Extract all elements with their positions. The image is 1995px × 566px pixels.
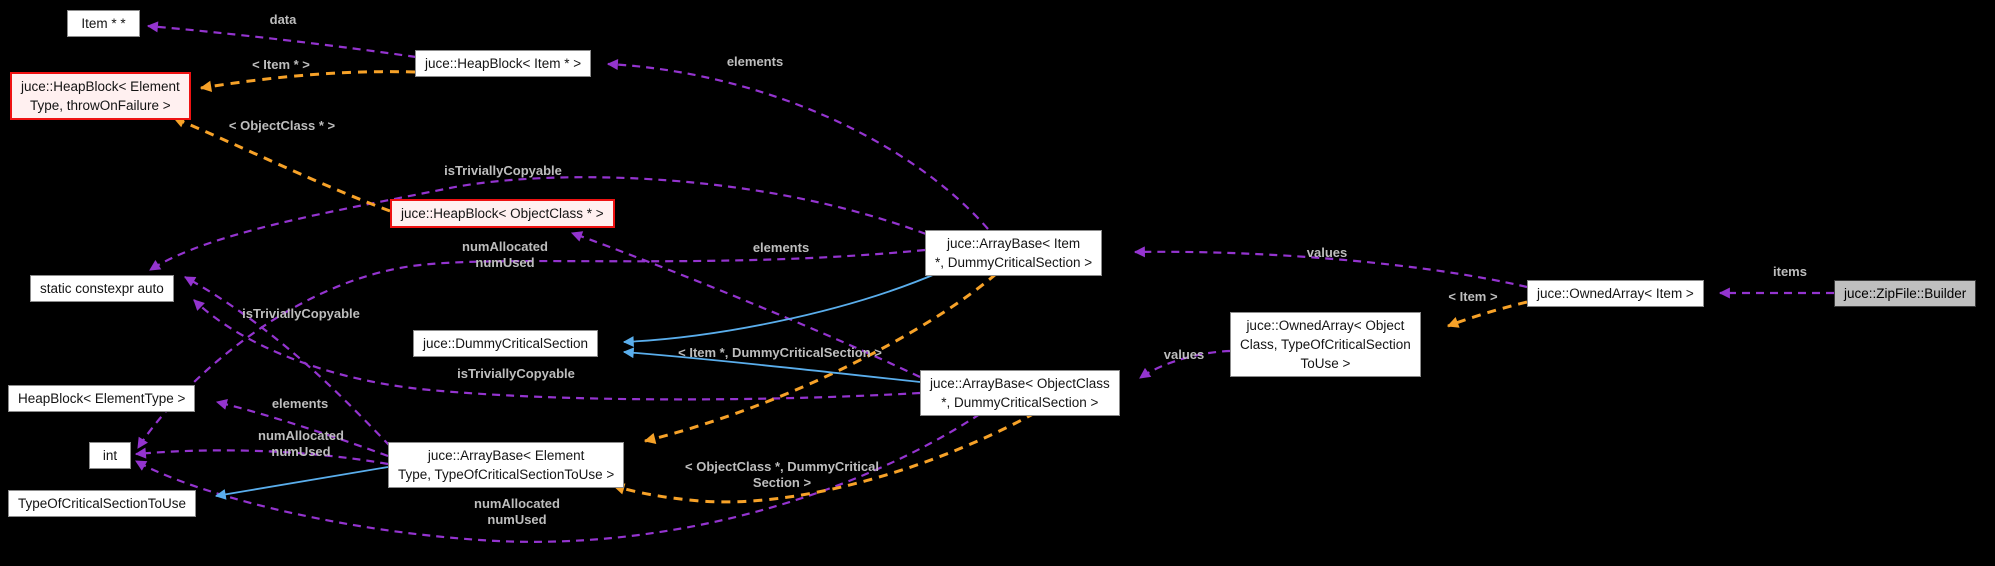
edge-label-item-ptr-args: < Item * > bbox=[252, 57, 310, 72]
node-dummycriticalsection[interactable]: juce::DummyCriticalSection bbox=[413, 330, 599, 358]
edge-label-objectclass-dummycritical-args: < ObjectClass *, DummyCritical Section > bbox=[685, 459, 879, 491]
node-arraybase-item-ptr[interactable]: juce::ArrayBase< Item *, DummyCriticalSe… bbox=[925, 230, 1103, 277]
node-zipfile-builder[interactable]: juce::ZipFile::Builder bbox=[1834, 280, 1977, 308]
node-arraybase-objectclass-ptr[interactable]: juce::ArrayBase< ObjectClass *, DummyCri… bbox=[920, 370, 1120, 417]
edge-template-arraybase-item bbox=[643, 272, 997, 445]
node-int[interactable]: int bbox=[89, 442, 131, 470]
edge-label-numallocated-bottom: numAllocated numUsed bbox=[474, 496, 560, 528]
edge-label-elements-left: elements bbox=[271, 396, 329, 411]
edge-inherit-arraybase-item-dummycriticalsection bbox=[622, 271, 941, 347]
node-static-constexpr-auto[interactable]: static constexpr auto bbox=[30, 275, 174, 303]
edge-label-item-args: < Item > bbox=[1448, 289, 1498, 304]
node-heapblock-elementtype[interactable]: HeapBlock< ElementType > bbox=[8, 385, 196, 413]
edge-istriviallycopyable-item-usage bbox=[149, 176, 927, 271]
edge-label-objectclass-ptr-args: < ObjectClass * > bbox=[228, 118, 336, 133]
node-ownedarray-item[interactable]: juce::OwnedArray< Item > bbox=[1527, 280, 1704, 308]
edge-label-numallocated-left: numAllocated numUsed bbox=[258, 428, 344, 460]
node-item-ptr-ptr[interactable]: Item * * bbox=[67, 10, 140, 38]
edge-values-item-usage bbox=[1133, 246, 1528, 289]
edge-label-values-top: values bbox=[1306, 245, 1348, 260]
edge-label-istriviallycopyable-bottom: isTriviallyCopyable bbox=[457, 366, 575, 381]
node-typeofcriticalsectiontouse[interactable]: TypeOfCriticalSectionToUse bbox=[8, 490, 197, 518]
edge-elements-item-usage bbox=[606, 59, 989, 230]
edge-values-objectclass-usage bbox=[1139, 349, 1231, 379]
node-ownedarray-objectclass[interactable]: juce::OwnedArray< Object Class, TypeOfCr… bbox=[1230, 312, 1421, 378]
edge-inherit-arraybase-objectclass-dummycriticalsection bbox=[622, 347, 921, 383]
edge-inherit-arraybase-template-typeofcriticalsection bbox=[214, 466, 389, 500]
edge-label-item-dummycriticalsection-args: < Item *, DummyCriticalSection > bbox=[678, 345, 882, 360]
edge-numallocated-item-usage bbox=[137, 248, 926, 449]
edge-data-usage bbox=[146, 21, 417, 59]
edge-label-elements-top: elements bbox=[726, 54, 784, 69]
edge-template-ownedarray-item bbox=[1446, 300, 1528, 328]
edge-label-istriviallycopyable-left: isTriviallyCopyable bbox=[242, 306, 360, 321]
node-heapblock-item-ptr[interactable]: juce::HeapBlock< Item * > bbox=[415, 50, 592, 78]
edge-template-objectclass-ptr bbox=[172, 116, 391, 213]
node-heapblock-objectclass-ptr[interactable]: juce::HeapBlock< ObjectClass * > bbox=[390, 199, 615, 229]
edge-label-data: data bbox=[269, 12, 297, 27]
node-arraybase-elementtype[interactable]: juce::ArrayBase< Element Type, TypeOfCri… bbox=[388, 442, 625, 489]
edge-label-istriviallycopyable-top: isTriviallyCopyable bbox=[444, 163, 562, 178]
edge-elements-objectclass-usage bbox=[570, 231, 921, 378]
edge-label-numallocated-top: numAllocated numUsed bbox=[462, 239, 548, 271]
edge-label-values-bottom: values bbox=[1163, 347, 1205, 362]
edge-label-items: items bbox=[1773, 264, 1807, 279]
edge-istriviallycopyable-objectclass-usage bbox=[193, 299, 921, 401]
edge-numallocated-template-usage bbox=[134, 447, 389, 466]
edge-label-elements-middle: elements bbox=[752, 240, 810, 255]
edge-template-arraybase-objectclass bbox=[612, 411, 1036, 504]
node-heapblock-element-throwonfailure[interactable]: juce::HeapBlock< Element Type, throwOnFa… bbox=[10, 72, 191, 121]
edge-template-item-ptr bbox=[199, 70, 416, 93]
edge-elements-template-usage bbox=[215, 399, 389, 458]
